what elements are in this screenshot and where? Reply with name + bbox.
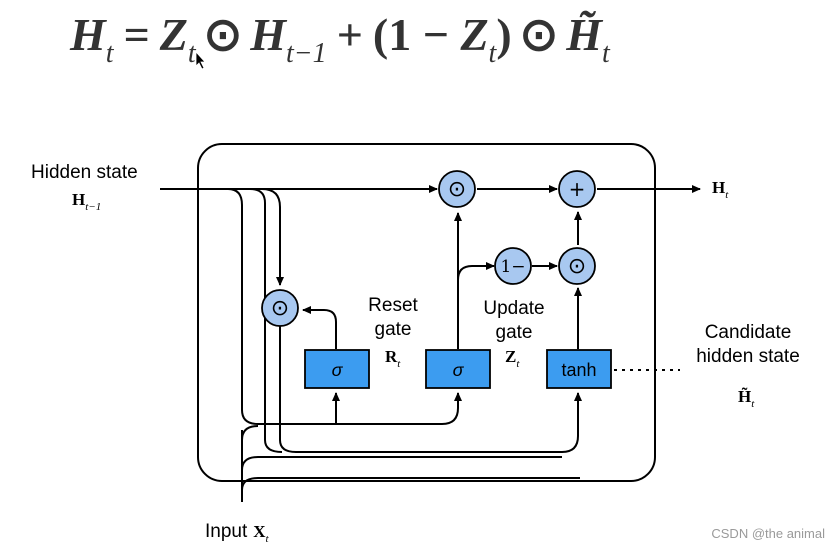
eq-plus: +: [337, 9, 363, 60]
eq-t4: t: [602, 38, 611, 69]
candidate-label-line2: hidden state: [696, 346, 800, 367]
eq-z2: Z: [459, 9, 488, 60]
watermark: CSDN @the animal: [711, 526, 825, 541]
odot-icon: ⊙: [568, 254, 586, 279]
candidate-symbol: H̃t: [738, 386, 755, 410]
eq-odot1: ⊙: [204, 9, 243, 60]
node-candidate-multiply: ⊙: [558, 247, 596, 285]
plus-icon: +: [569, 177, 586, 201]
gru-equation: Ht=Zt⊙Ht−1+(1 − Zt)⊙H̃t: [69, 9, 611, 70]
eq-t1: t: [106, 38, 115, 69]
output-h-symbol: Ht: [712, 178, 729, 201]
eq-z1: Z: [159, 9, 188, 60]
update-gate-label-line1: Update: [483, 298, 544, 319]
candidate-tanh-box: tanh: [546, 349, 612, 389]
update-gate-box: σ: [425, 349, 491, 389]
node-update-multiply: ⊙: [438, 170, 476, 208]
eq-htilde: H̃: [565, 9, 603, 60]
sigma-label: σ: [453, 360, 465, 380]
gru-cell-frame: [197, 143, 656, 482]
reset-gate-label-line1: Reset: [368, 295, 418, 316]
odot-icon: ⊙: [448, 177, 466, 202]
svg-text:Ht=Zt⊙Ht−1+(1 − Zt)⊙H̃t: Ht=Zt⊙Ht−1+(1 − Zt)⊙H̃t: [69, 9, 611, 69]
wires: [160, 185, 701, 502]
eq-open: (1 −: [373, 9, 461, 60]
tanh-label: tanh: [561, 360, 596, 380]
eq-t2: t: [188, 38, 197, 69]
eq-tm1: t−1: [286, 38, 327, 69]
eq-close: ): [496, 9, 511, 60]
eq-h: H: [69, 9, 107, 60]
eq-h2: H: [249, 9, 287, 60]
h-prev-symbol: Ht−1: [72, 190, 101, 213]
update-symbol: Zt: [505, 347, 520, 370]
hidden-state-label: Hidden state: [31, 162, 138, 183]
candidate-label-line1: Candidate: [705, 322, 792, 343]
node-plus: +: [558, 170, 596, 208]
eq-t3: t: [489, 38, 498, 69]
reset-gate-box: σ: [304, 349, 370, 389]
odot-icon: ⊙: [271, 296, 289, 321]
sigma-label: σ: [332, 360, 344, 380]
reset-symbol: Rt: [385, 347, 401, 370]
node-reset-multiply: ⊙: [261, 289, 299, 327]
reset-gate-label-line2: gate: [375, 319, 412, 340]
eq-equals: =: [124, 9, 150, 60]
update-gate-label-line2: gate: [496, 322, 533, 343]
mouse-cursor-icon: [195, 50, 206, 70]
eq-odot2: ⊙: [520, 9, 559, 60]
one-minus-label: 1−: [500, 257, 525, 277]
node-one-minus: 1−: [494, 247, 532, 285]
